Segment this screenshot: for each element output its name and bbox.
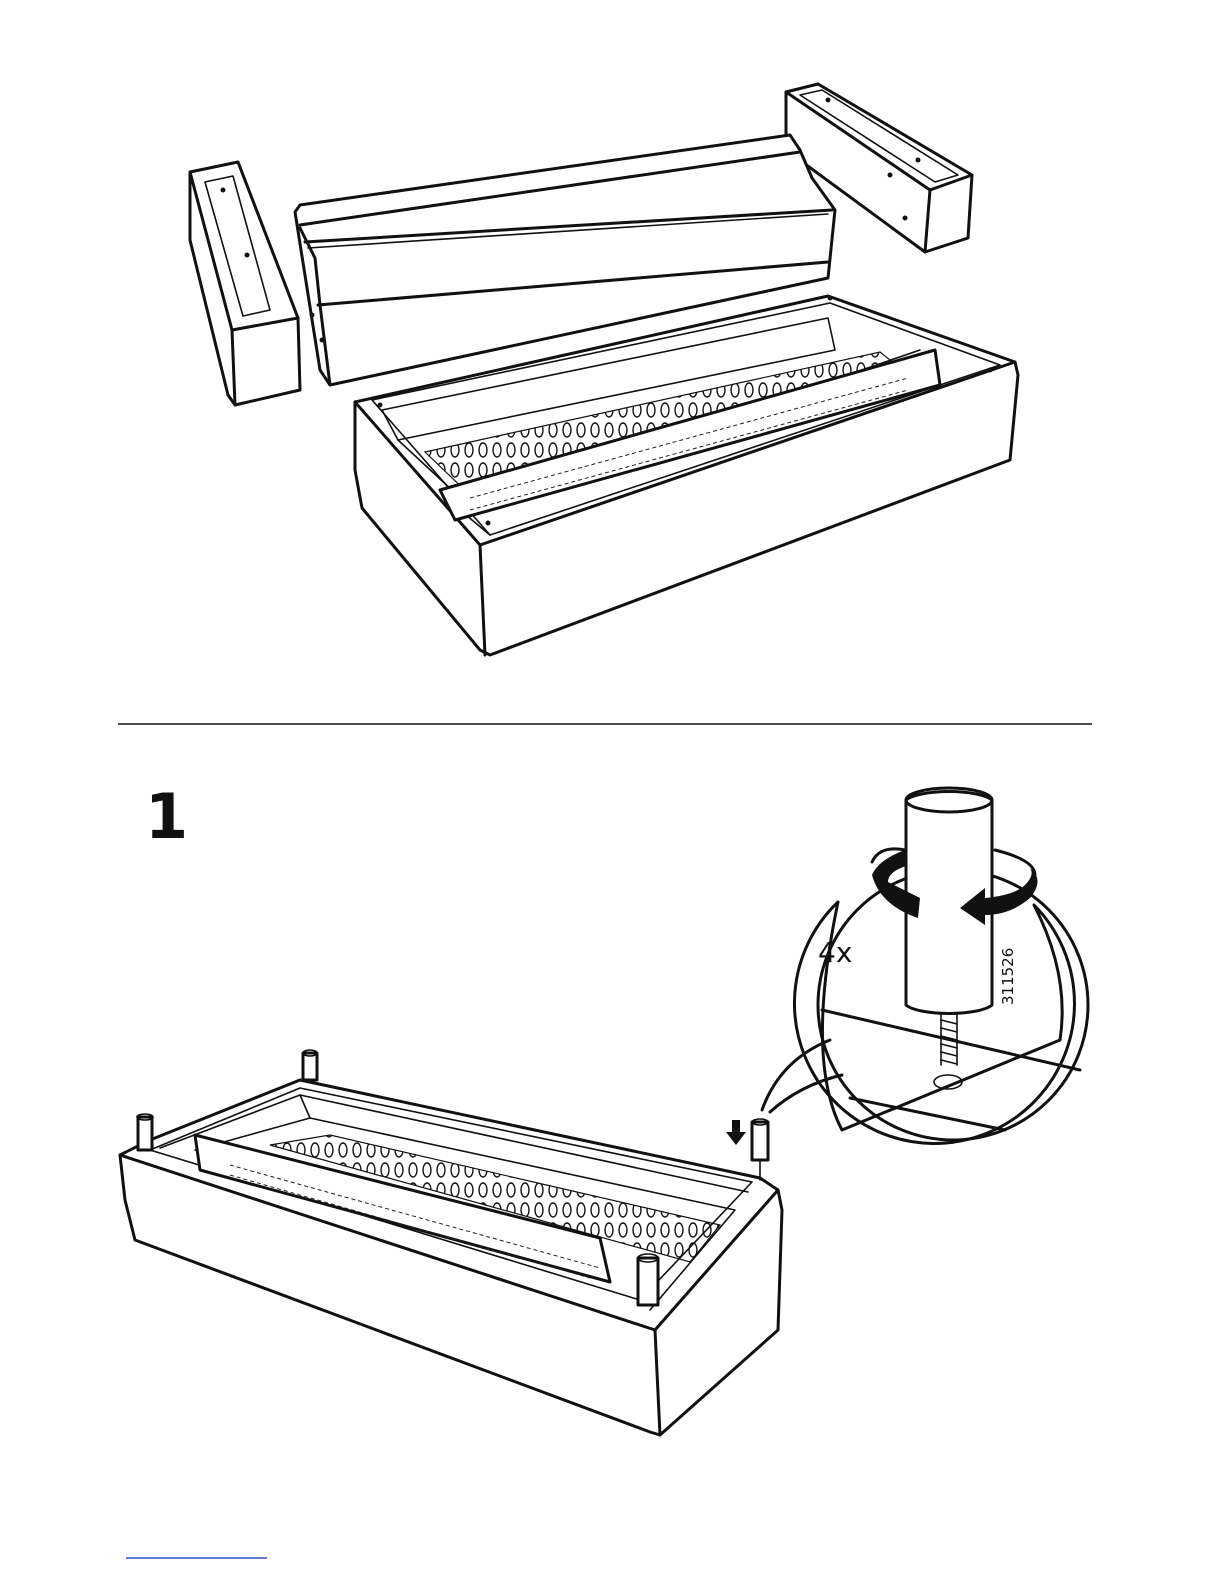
leg-being-inserted xyxy=(752,1119,768,1180)
detail-magnifier: 4x 311526 xyxy=(762,788,1088,1143)
part-number: 311526 xyxy=(999,948,1017,1005)
step-number: 1 xyxy=(145,780,188,853)
leg xyxy=(137,1114,153,1150)
left-armrest xyxy=(190,162,300,405)
leg xyxy=(638,1254,658,1305)
quantity-label: 4x xyxy=(818,936,852,969)
inverted-seat-frame xyxy=(120,1050,782,1435)
down-arrow-icon xyxy=(726,1120,746,1145)
leg xyxy=(303,1050,317,1080)
exploded-sofa-view xyxy=(190,84,1018,655)
